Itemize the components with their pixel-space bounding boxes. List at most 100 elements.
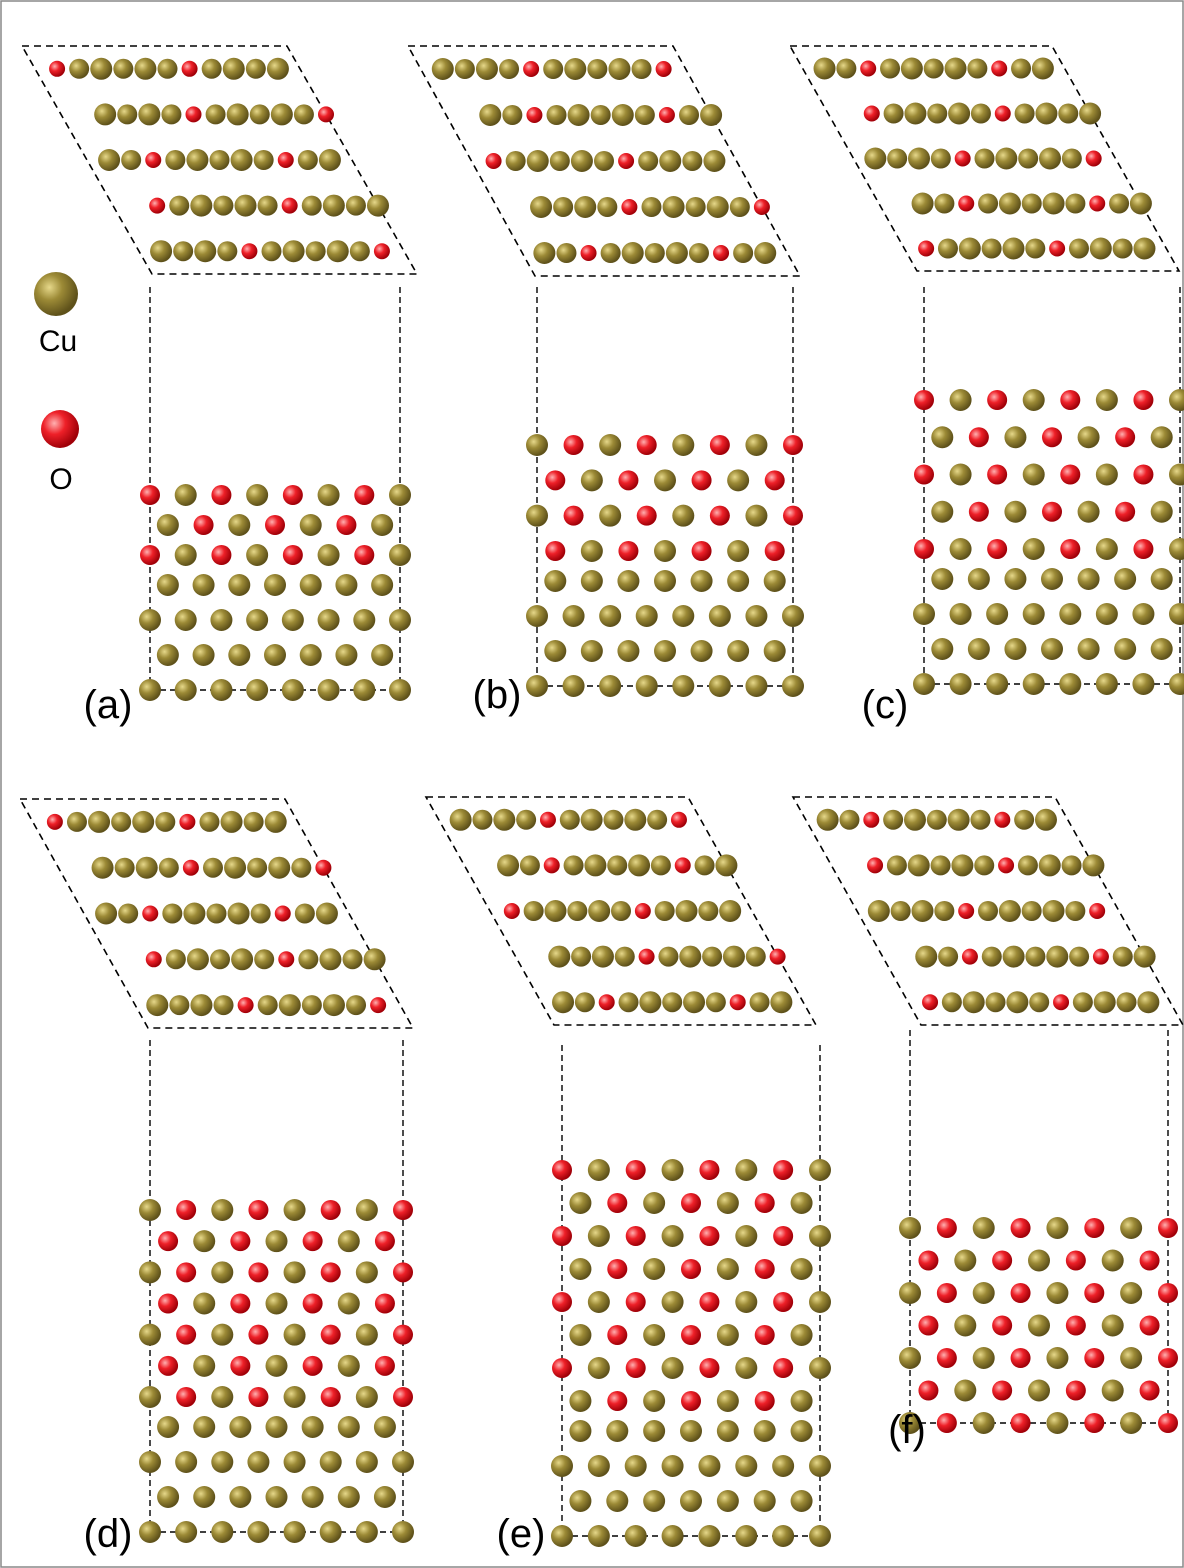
panel-label: (e) <box>497 1512 546 1556</box>
cu-atom <box>281 609 304 631</box>
cu-atom <box>213 195 234 216</box>
cu-atom <box>890 901 911 921</box>
cu-atom <box>1120 1282 1143 1304</box>
cu-atom <box>727 640 750 662</box>
cu-atom <box>600 243 621 263</box>
cu-atom <box>228 514 251 536</box>
cu-atom <box>621 242 644 264</box>
cu-atom <box>186 948 209 971</box>
cu-atom <box>392 1451 414 1473</box>
cu-atom <box>913 673 935 695</box>
o-atom <box>699 1226 720 1246</box>
cu-atom <box>162 903 183 924</box>
cu-atom <box>342 949 363 970</box>
top-view <box>788 45 1181 272</box>
cu-atom <box>210 949 231 970</box>
cu-atom <box>135 856 158 879</box>
o-atom <box>1010 1413 1031 1433</box>
o-atom <box>968 501 989 522</box>
cu-atom <box>549 151 570 171</box>
o-atom <box>991 60 1008 77</box>
cu-atom <box>931 568 954 590</box>
o-atom <box>1089 903 1106 919</box>
cu-atom <box>337 1486 360 1508</box>
cu-atom <box>962 991 985 1014</box>
cu-atom <box>222 57 245 80</box>
cu-atom <box>672 504 695 527</box>
cu-atom <box>1114 568 1137 590</box>
cu-atom <box>317 544 340 566</box>
top-view <box>20 45 419 275</box>
panels: (a)(b)(c)(d)(e)(f) <box>18 45 1184 1556</box>
cu-atom <box>886 855 907 876</box>
cu-atom <box>900 57 923 80</box>
cu-atom <box>661 1159 684 1181</box>
o-atom <box>1085 150 1102 167</box>
cu-atom <box>937 238 958 259</box>
cu-atom <box>644 243 665 263</box>
o-atom <box>598 994 615 1011</box>
o-atom <box>545 541 566 561</box>
o-atom <box>1042 501 1062 522</box>
cu-atom <box>202 857 223 878</box>
cu-atom <box>156 574 179 596</box>
cu-atom <box>210 609 233 631</box>
side-view <box>526 287 804 697</box>
cu-atom <box>1002 945 1025 968</box>
o-atom <box>674 857 691 874</box>
cu-atom <box>618 992 639 1013</box>
o-atom <box>634 903 651 919</box>
cu-atom <box>908 147 930 170</box>
cu-atom <box>544 900 567 922</box>
cu-atom <box>672 675 695 697</box>
cu-atom <box>782 605 804 627</box>
panel-d: (d) <box>18 798 415 1556</box>
cu-atom <box>505 151 526 171</box>
cu-atom <box>927 103 948 124</box>
o-atom <box>485 153 502 169</box>
cu-atom <box>981 238 1002 259</box>
o-atom <box>320 1200 341 1220</box>
cu-atom <box>735 1225 758 1247</box>
cu-atom <box>745 946 766 967</box>
o-atom <box>914 390 934 410</box>
o-atom <box>1158 1413 1178 1433</box>
o-atom <box>863 105 880 122</box>
cu-atom <box>228 574 251 596</box>
cu-atom <box>899 1412 921 1434</box>
cu-atom <box>931 638 954 660</box>
o-atom <box>545 470 566 491</box>
panel-label: (c) <box>862 683 909 727</box>
cu-atom <box>530 196 553 218</box>
cu-atom <box>265 1230 288 1253</box>
cu-atom <box>1132 603 1155 625</box>
o-atom <box>918 1380 939 1401</box>
cu-atom <box>265 1354 288 1377</box>
cu-atom <box>735 1291 758 1313</box>
cu-atom <box>715 854 738 877</box>
cu-atom <box>1109 193 1130 214</box>
panel-label: (b) <box>473 673 522 717</box>
cu-atom <box>972 1217 995 1239</box>
cu-atom <box>978 901 998 921</box>
cu-atom <box>1022 673 1045 695</box>
cu-atom <box>809 1357 831 1379</box>
cu-atom <box>190 994 213 1017</box>
cu-atom <box>727 469 750 492</box>
cu-atom <box>903 808 926 831</box>
cu-atom <box>970 103 991 124</box>
cu-atom <box>228 644 251 666</box>
cu-atom <box>716 1192 739 1214</box>
o-atom <box>754 1259 775 1279</box>
o-atom <box>607 1259 628 1279</box>
side-view <box>551 1045 831 1547</box>
o-atom <box>393 1387 413 1407</box>
cu-atom <box>66 811 87 832</box>
o-atom <box>158 1293 179 1314</box>
cu-atom <box>192 574 215 596</box>
cu-atom <box>1021 901 1042 921</box>
top-view <box>406 45 802 277</box>
o-atom <box>1060 539 1081 559</box>
o-atom <box>320 1324 341 1345</box>
cu-atom <box>624 1455 647 1477</box>
